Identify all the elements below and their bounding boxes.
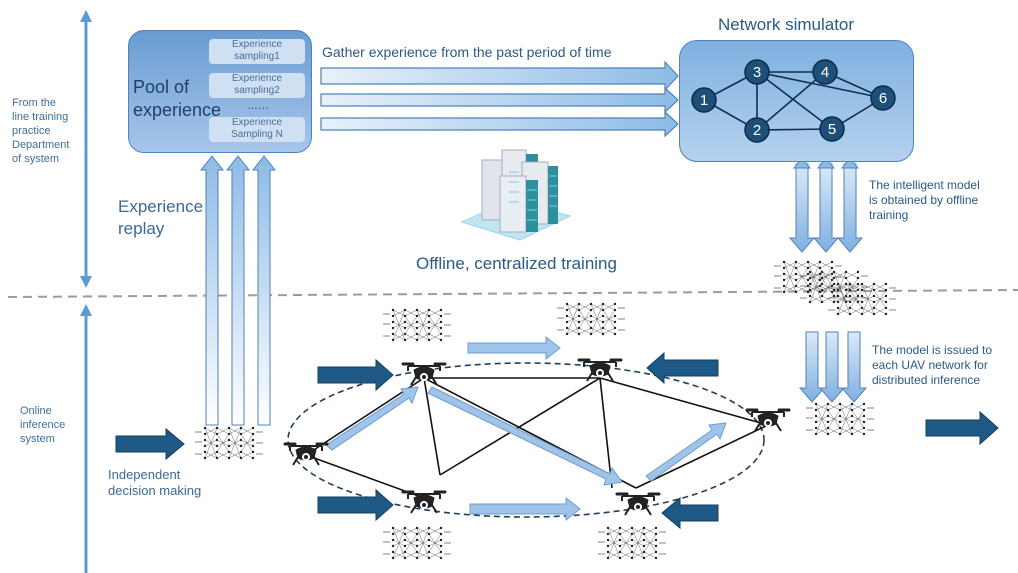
sim-node xyxy=(819,116,845,142)
gather-experience-label: Gather experience from the past period o… xyxy=(322,44,612,60)
sim-node-label: 2 xyxy=(753,122,761,139)
sim-node xyxy=(691,87,717,113)
online-system-label: Online inference system xyxy=(20,405,66,445)
neural-net-icon xyxy=(597,526,667,560)
experience-replay-label: Experience replay xyxy=(118,197,204,238)
gather-arrows xyxy=(320,60,679,138)
model-issued-label: The model is issued to each UAV network … xyxy=(872,343,993,387)
flow-arrows xyxy=(325,335,727,522)
intelligent-model-label: The intelligent model is obtained by off… xyxy=(869,178,980,222)
simulator-graph: 1 2 3 4 5 6 xyxy=(691,59,896,143)
network-simulator: 1 2 3 4 5 6 xyxy=(679,40,914,162)
experience-sample: Experience sampling2 xyxy=(209,73,305,98)
experience-sample: Experience sampling1 xyxy=(209,39,305,64)
sim-node-label: 5 xyxy=(828,121,836,138)
neural-net-icon xyxy=(827,282,897,316)
neural-net-icon xyxy=(382,526,452,560)
neural-net-icon xyxy=(194,426,264,460)
replay-arrows xyxy=(199,155,277,426)
sim-node xyxy=(870,85,896,111)
uav-drone-icon xyxy=(615,492,661,516)
sim-node xyxy=(744,117,770,143)
pool-title: Pool of experience xyxy=(133,77,222,120)
neural-net-icon xyxy=(382,308,452,342)
left-axis xyxy=(80,10,92,573)
sim-node xyxy=(812,59,838,85)
server-icon xyxy=(460,149,572,241)
neural-net-icon xyxy=(556,302,626,336)
uav-network-boundary xyxy=(287,362,765,518)
model-arrows-top xyxy=(788,157,864,253)
simulator-title: Network simulator xyxy=(718,15,855,34)
experience-pool: Pool of experience Experience sampling1 … xyxy=(128,30,312,153)
ellipsis: …… xyxy=(247,100,269,112)
model-arrows-bottom xyxy=(798,331,868,403)
experience-sample: Experience Sampling N xyxy=(209,117,305,142)
sim-node-label: 4 xyxy=(821,64,829,81)
sim-node-label: 6 xyxy=(879,90,887,107)
sim-node-label: 1 xyxy=(700,92,708,109)
offline-training-label: Offline, centralized training xyxy=(416,254,617,273)
uav-drone-icon xyxy=(283,442,329,466)
offline-system-label: From the line training practice Departme… xyxy=(12,97,70,165)
section-divider xyxy=(7,289,1018,298)
neural-net-icon xyxy=(805,402,875,436)
input-arrows xyxy=(115,351,999,530)
independent-decision-label: Independent decision making xyxy=(108,467,202,498)
sim-node-label: 3 xyxy=(753,64,761,81)
sim-node xyxy=(744,59,770,85)
